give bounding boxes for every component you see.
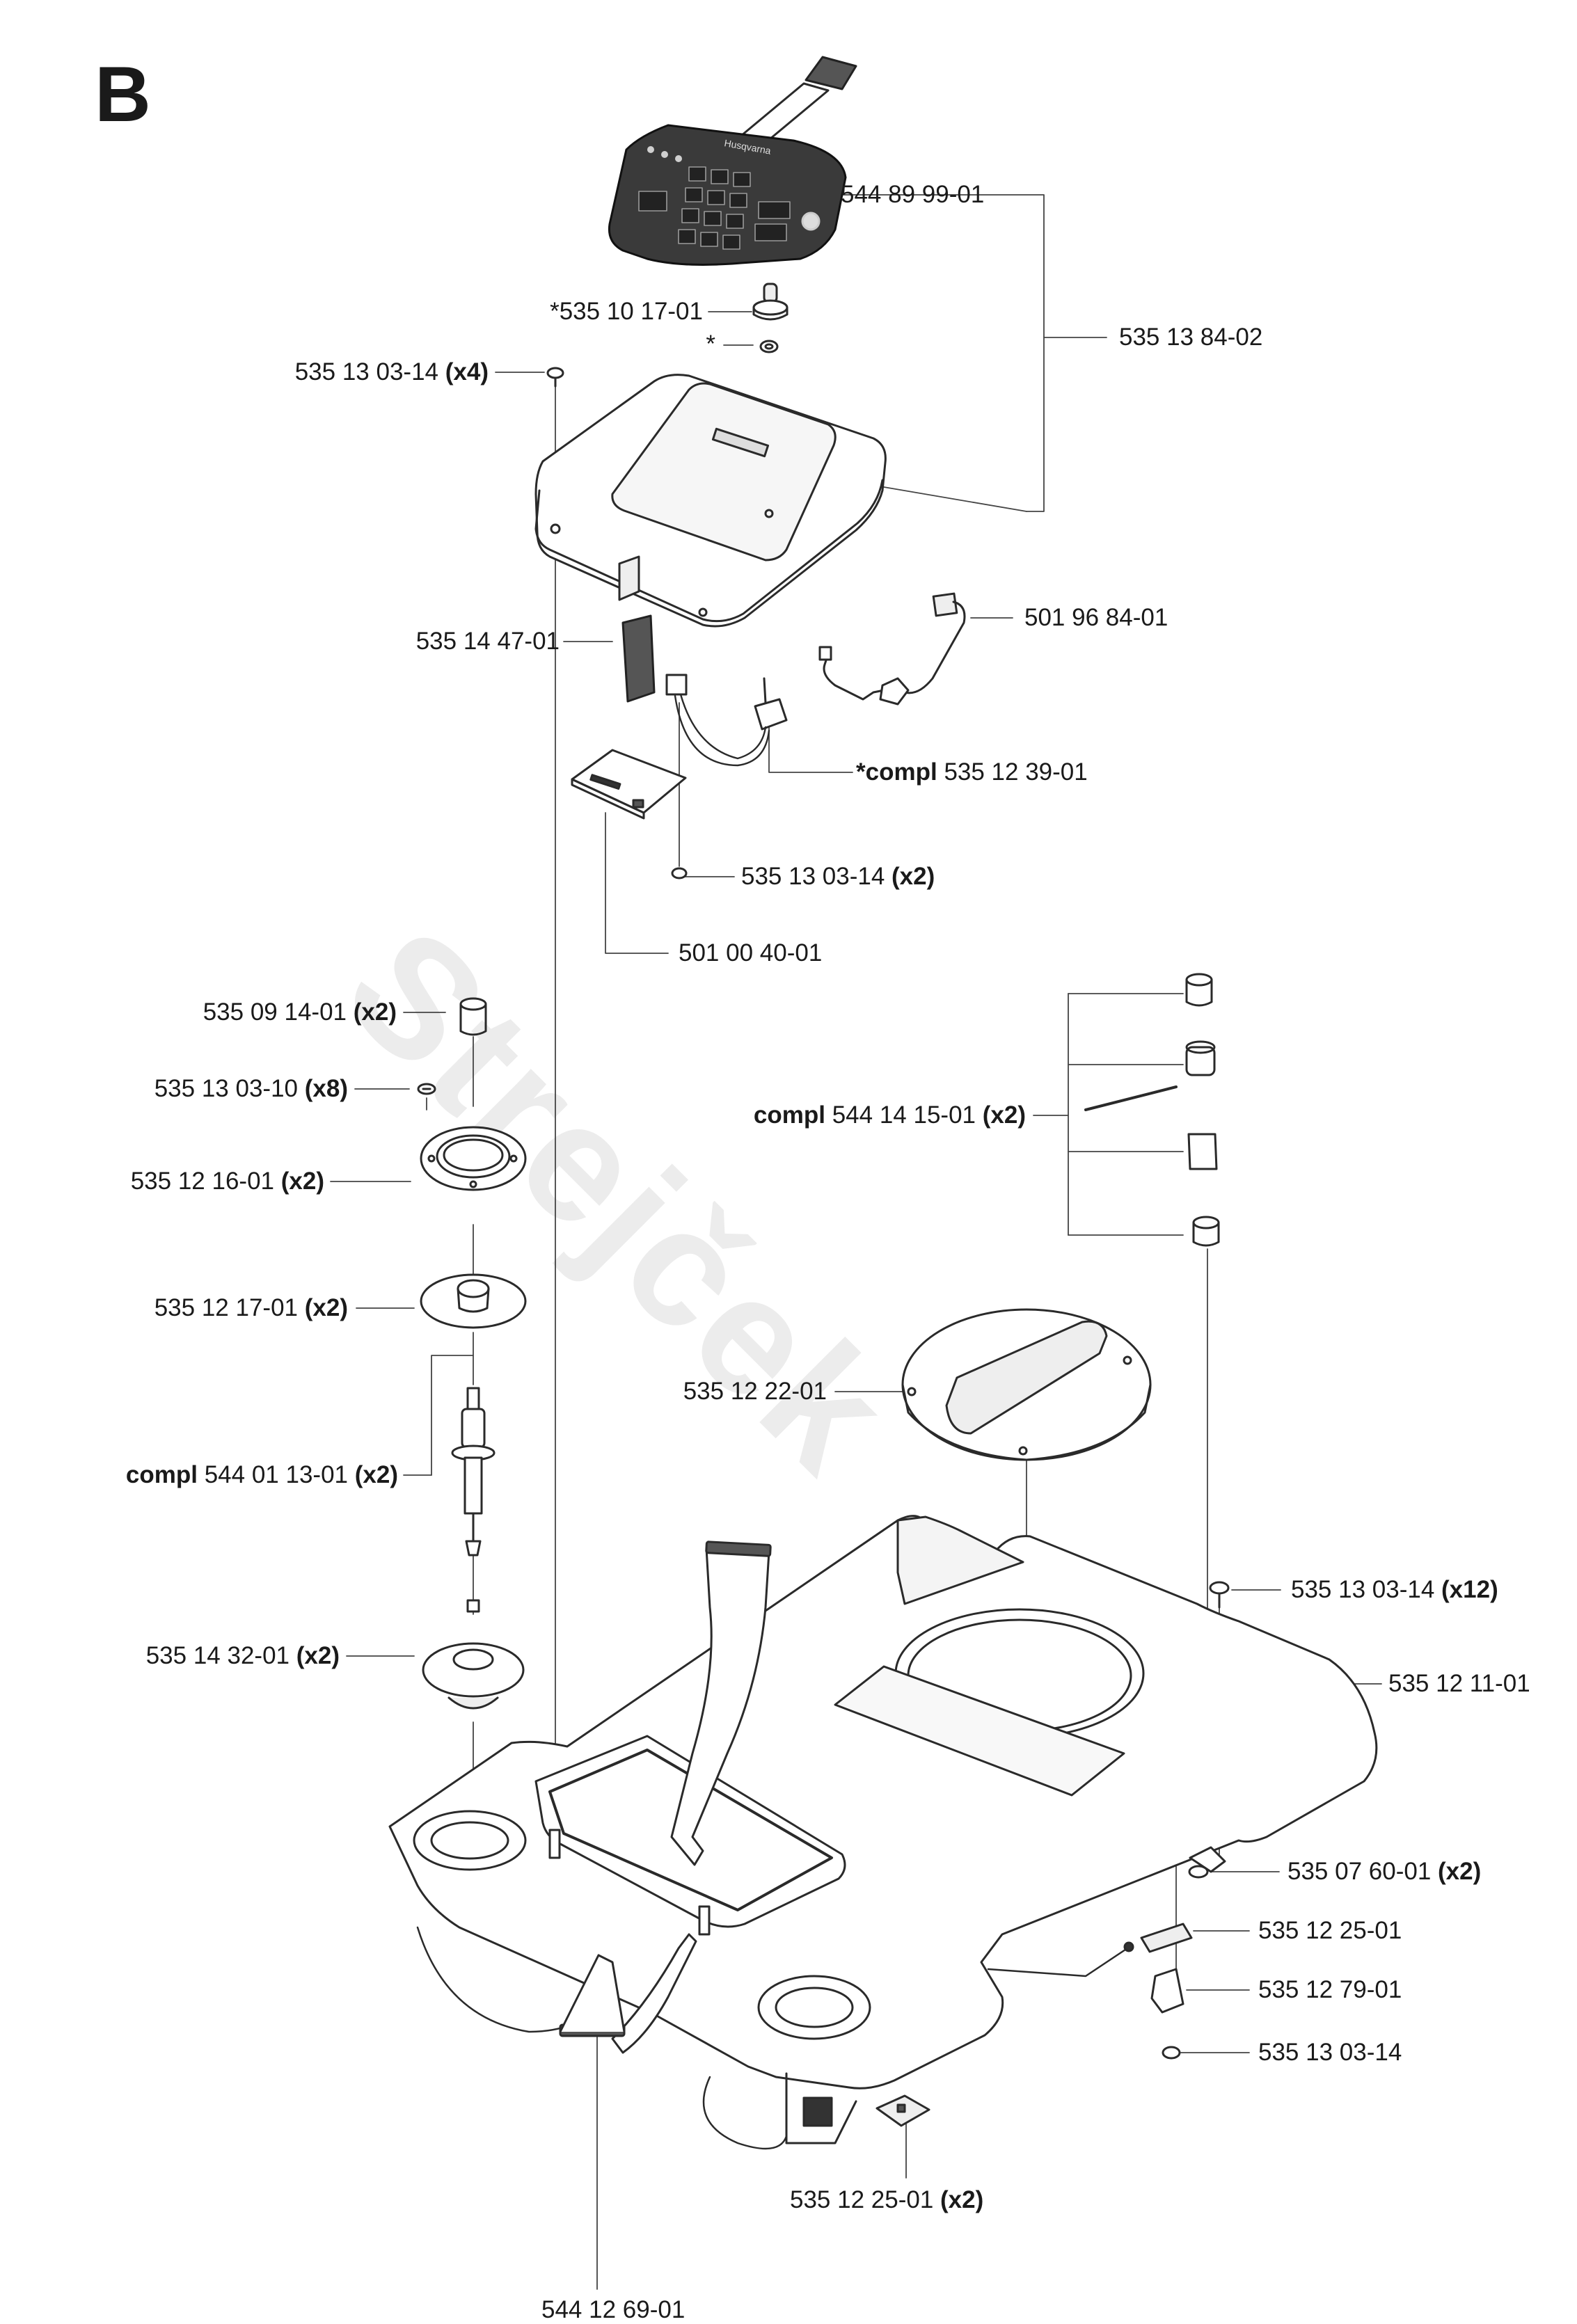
label-seal: 535 12 17-01 (x2) [154,1294,348,1321]
hinge-part [621,614,656,703]
sensor-part [451,1387,496,1613]
cable-cover-part [818,592,966,706]
chassis-part [388,1515,1378,2150]
label-screw-top: 535 13 03-14 (x4) [294,358,489,385]
label-tape-b: 535 12 25-01 (x2) [790,2186,984,2213]
label-stop-button: *535 10 17-01 [550,298,703,325]
top-cover-part [534,374,887,628]
label-screw-chassis: 535 13 03-14 (x12) [1291,1576,1498,1603]
switch-part [665,674,788,767]
label-tape-a: 535 12 25-01 [1258,1917,1402,1944]
stop-button-part [752,282,788,321]
label-washer: * [706,331,715,358]
circuit-board-part [571,749,687,820]
bracket-part [1150,1968,1184,2014]
screw-top-part [546,367,564,388]
seal-part [420,1273,527,1329]
label-grommet: 535 14 32-01 (x2) [145,1642,340,1669]
washer-part [759,340,779,353]
label-cable-cover: 501 96 84-01 [1024,604,1168,631]
label-ribbon-cable: 544 12 69-01 [541,2296,686,2323]
keypad-label-part: Husqvarna [608,56,857,266]
label-nut: 535 07 60-01 (x2) [1287,1858,1482,1885]
label-screw-small: 535 13 03-10 (x8) [154,1075,348,1102]
tape-a-part [1140,1923,1193,1953]
label-bracket: 535 12 79-01 [1258,1976,1402,2003]
label-keypad-label: 544 89 99-01 [841,181,985,208]
label-bushing: 535 09 14-01 (x2) [203,998,397,1026]
height-knob-part [901,1308,1152,1461]
screw-chassis-part [1209,1581,1230,1609]
label-switch: *compl 535 12 39-01 [856,758,1088,786]
flange-part [420,1126,527,1191]
label-sensor: compl 544 01 13-01 (x2) [125,1461,398,1488]
screw-mid-part [671,867,688,880]
screw-small-part [417,1083,436,1095]
label-cover-kit: 535 13 84-02 [1119,324,1263,351]
grommet-part [422,1642,525,1710]
label-collision-sensor: compl 544 14 15-01 (x2) [753,1101,1026,1129]
tape-b-part [875,2094,930,2127]
label-screw-mid: 535 13 03-14 (x2) [741,863,935,890]
ribbon-cable-part [559,1541,772,2054]
label-hinge: 535 14 47-01 [415,628,560,655]
screw-bottom-part [1162,2046,1181,2060]
collision-sensor-part [1084,973,1220,1247]
section-letter: B [95,51,151,138]
label-chassis: 535 12 11-01 [1388,1670,1530,1697]
bushing-part [459,997,487,1036]
label-height-knob: 535 12 22-01 [683,1378,827,1405]
label-circuit-board: 501 00 40-01 [679,939,823,966]
label-flange: 535 12 16-01 (x2) [130,1168,324,1195]
label-screw-bottom: 535 13 03-14 [1258,2039,1402,2066]
nut-part [1188,1865,1209,1879]
